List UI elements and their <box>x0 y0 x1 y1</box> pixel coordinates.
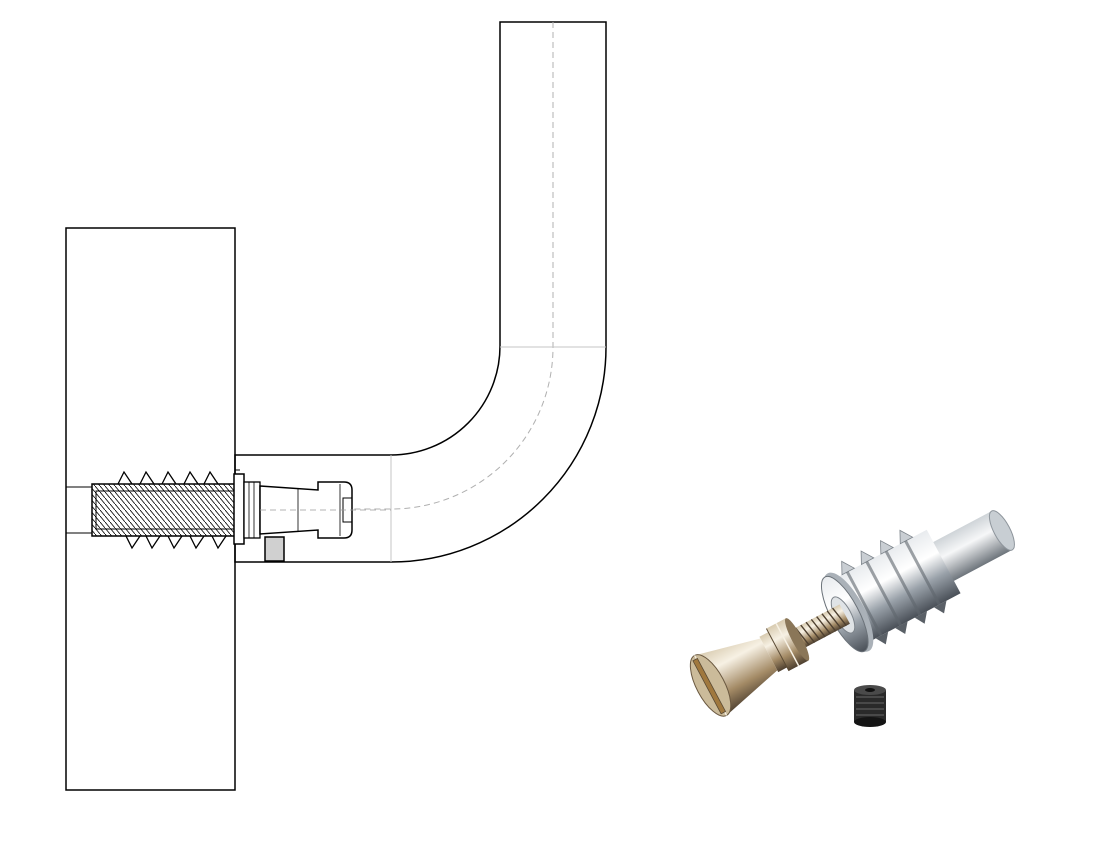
grub-screw <box>264 536 285 562</box>
tube-centerline <box>235 22 554 510</box>
collar <box>233 473 261 545</box>
render-tapered-head <box>689 638 778 717</box>
threaded-insert <box>91 470 239 550</box>
render-collar <box>759 618 810 673</box>
render-slot <box>692 657 727 715</box>
tube-outline <box>234 21 607 563</box>
render-rod-end <box>929 510 1015 583</box>
section-drawing <box>65 21 607 791</box>
fitting-render <box>689 510 1015 727</box>
render-grub-screw <box>854 685 886 727</box>
render-threaded-stud <box>791 604 850 650</box>
tapered-bolt-head <box>259 481 391 539</box>
